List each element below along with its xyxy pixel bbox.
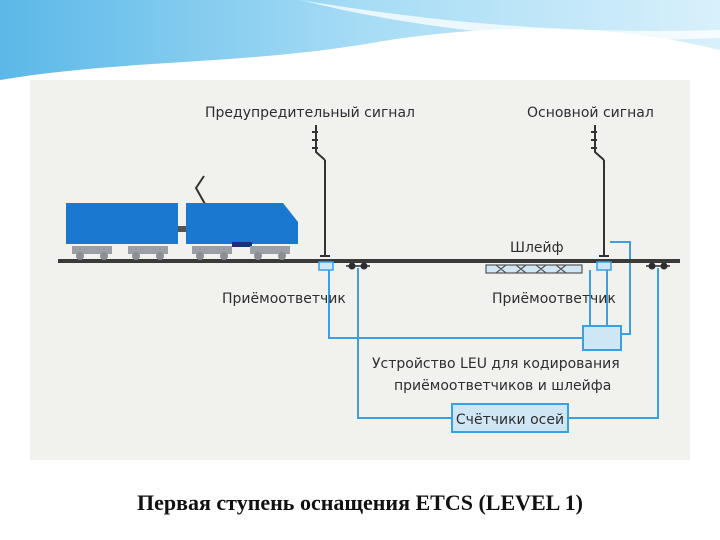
pantograph	[194, 175, 206, 205]
train-bogies	[72, 246, 290, 254]
main-signal-label: Основной сигнал	[527, 105, 654, 121]
balise-left	[318, 261, 334, 271]
train	[66, 175, 298, 260]
main-signal	[591, 125, 609, 257]
train-wheels	[76, 252, 286, 260]
balise-left-label: Приёмоответчик	[222, 291, 346, 307]
train-antenna	[232, 242, 252, 247]
train-coupler	[178, 226, 186, 232]
header-wave-highlight	[300, 0, 720, 40]
header-wave	[0, 0, 720, 80]
leu-label-line1: Устройство LEU для кодирования	[372, 356, 620, 372]
axle-counter-left	[346, 262, 370, 270]
warning-signal-label: Предупредительный сигнал	[205, 105, 415, 121]
loop-cable	[485, 264, 583, 274]
balise-right-label: Приёмоответчик	[492, 291, 616, 307]
cable-left-axle-counter	[357, 268, 452, 419]
axle-counter-right	[646, 262, 670, 270]
loop-label: Шлейф	[510, 240, 564, 256]
axle-counter-label: Счётчики осей	[456, 412, 564, 428]
slide-caption: Первая ступень оснащения ETCS (LEVEL 1)	[137, 490, 583, 515]
cable-main-signal	[610, 241, 631, 335]
leu-box	[582, 325, 622, 351]
warning-signal	[312, 125, 330, 257]
train-car-front	[186, 203, 298, 244]
train-car-rear	[66, 203, 178, 244]
cable-left-balise	[328, 268, 587, 339]
leu-label-line2: приёмоответчиков и шлейфа	[394, 378, 611, 394]
rail-track	[58, 259, 680, 263]
axle-counter-box	[451, 403, 569, 433]
cable-right-axle-counter	[568, 268, 659, 419]
cables	[328, 241, 659, 419]
balise-right	[596, 261, 612, 271]
